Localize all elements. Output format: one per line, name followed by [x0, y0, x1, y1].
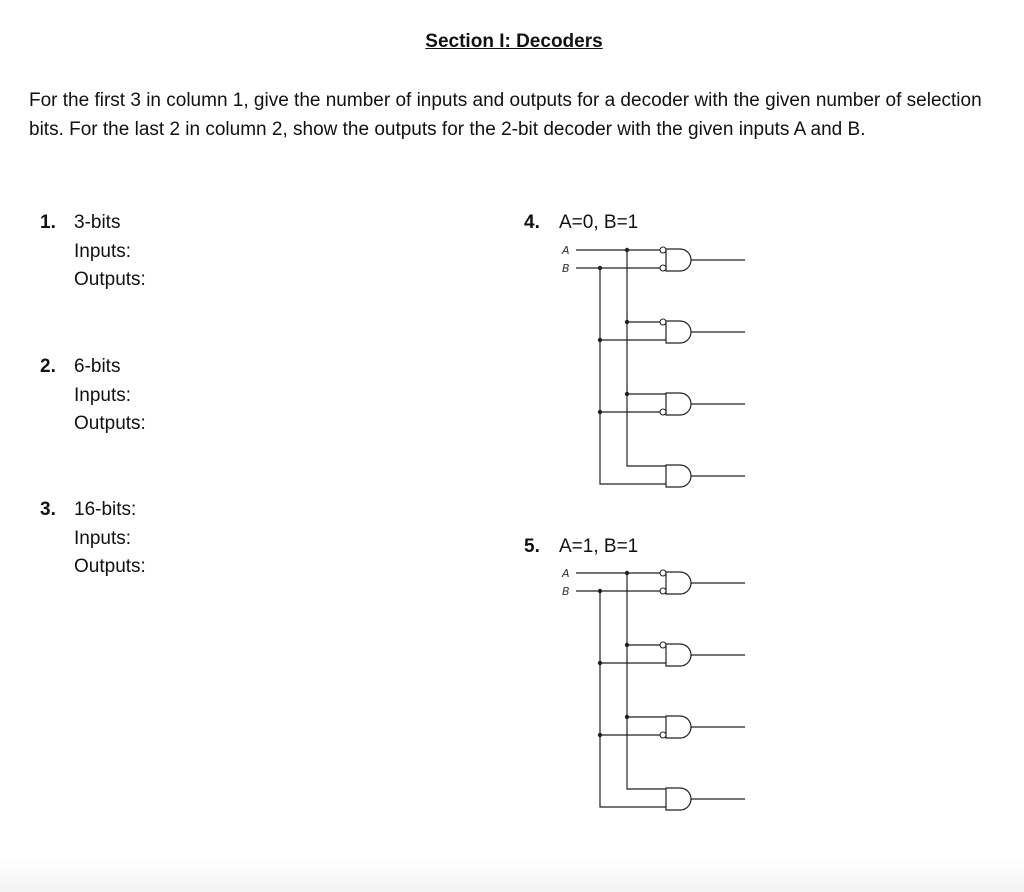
junction-dot [624, 714, 630, 720]
section-title: Section I: Decoders [425, 31, 603, 52]
page-bottom-shade [0, 858, 1024, 892]
bus-a [626, 573, 666, 790]
outputs-label: Outputs: [74, 413, 146, 434]
inverter-bubble [659, 408, 667, 416]
inputs-label: Inputs: [74, 527, 132, 549]
inverter-bubble [659, 318, 667, 326]
bus-b [599, 591, 666, 808]
junction-dot [624, 247, 630, 253]
question-number: 4. [524, 212, 540, 233]
question-bits: 3-bits [74, 212, 121, 233]
inverter-bubble [659, 731, 667, 739]
junction-dot [624, 642, 630, 648]
junction-dot [624, 570, 630, 576]
junction-dot [624, 391, 630, 397]
junction-dot [597, 337, 603, 343]
inputs-label: Inputs: [74, 240, 132, 262]
inverter-bubble [659, 569, 667, 577]
and-gate [665, 320, 692, 344]
junction-dot [597, 732, 603, 738]
bus-b [599, 268, 666, 485]
input-a-label: A [561, 244, 570, 257]
outputs-label: Outputs: [74, 269, 146, 290]
and-gate [665, 787, 692, 811]
question-number: 2. [40, 356, 56, 377]
and-gate [665, 248, 692, 272]
and-gate [665, 643, 692, 667]
junction-dot [597, 265, 603, 271]
decoder-circuit-1: AB [561, 244, 745, 488]
junction-dot [597, 588, 603, 594]
inverter-bubble [659, 641, 667, 649]
junction-dot [597, 409, 603, 415]
junction-dot [624, 319, 630, 325]
input-b-label: B [562, 585, 570, 598]
input-b-label: B [562, 262, 570, 275]
inverter-bubble [659, 587, 667, 595]
bus-a [626, 250, 666, 467]
inputs-label: Inputs: [74, 384, 132, 406]
and-gate [665, 715, 692, 739]
question-values: A=0, B=1 [559, 212, 639, 233]
and-gate [665, 392, 692, 416]
and-gate [665, 464, 692, 488]
junction-dot [597, 660, 603, 666]
outputs-label: Outputs: [74, 556, 146, 577]
decoder-circuit-2: AB [561, 567, 745, 811]
question-bits: 16-bits: [74, 499, 137, 520]
and-gate [665, 571, 692, 595]
instructions: For the first 3 in column 1, give the nu… [29, 90, 982, 140]
question-number: 1. [40, 212, 56, 233]
question-number: 5. [524, 536, 540, 557]
inverter-bubble [659, 246, 667, 254]
question-number: 3. [40, 499, 56, 520]
inverter-bubble [659, 264, 667, 272]
input-a-label: A [561, 567, 570, 580]
question-values: A=1, B=1 [559, 536, 639, 557]
question-bits: 6-bits [74, 356, 121, 377]
